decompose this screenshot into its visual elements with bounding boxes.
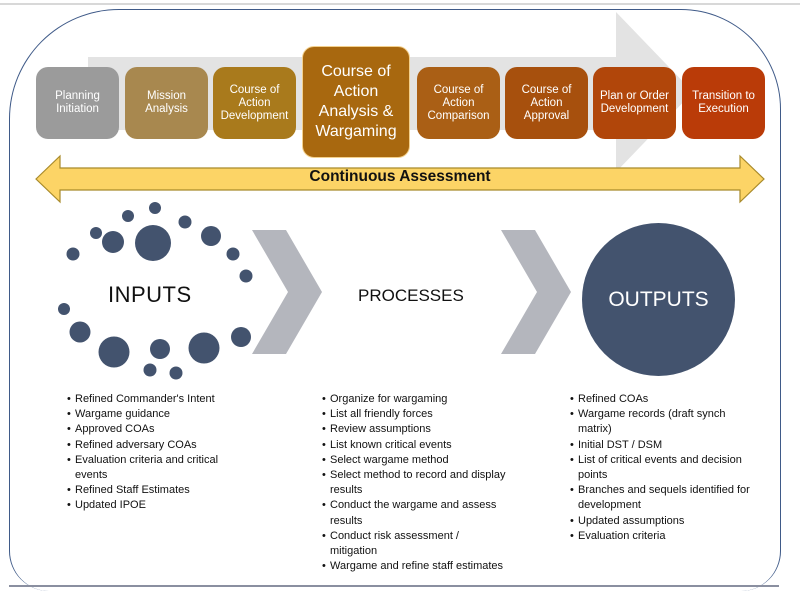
step-transition-to-execution[interactable]: Transition to Execution (682, 67, 765, 139)
dot-mark (226, 247, 240, 261)
processes-list-item: Review assumptions (322, 422, 507, 437)
step-coa-comparison[interactable]: Course of Action Comparison (417, 67, 500, 139)
step-label: Transition to Execution (692, 90, 755, 115)
outputs-list-item: Evaluation criteria (570, 529, 755, 544)
dot-mark (102, 231, 124, 253)
processes-list-item: Conduct the wargame and assess results (322, 498, 507, 528)
outputs-title: OUTPUTS (608, 287, 709, 311)
dot-mark (239, 269, 253, 283)
inputs-list-item: Refined Staff Estimates (67, 483, 237, 498)
outputs-list-item: List of critical events and decision poi… (570, 453, 755, 483)
step-coa-development[interactable]: Course of Action Development (213, 67, 296, 139)
step-label: Planning Initiation (55, 90, 100, 115)
processes-list-item: List all friendly forces (322, 407, 507, 422)
step-label: Course of Action Development (220, 83, 289, 122)
inputs-list-item: Wargame guidance (67, 407, 237, 422)
processes-title: PROCESSES (358, 286, 464, 305)
step-label: Course of Action Comparison (427, 83, 490, 122)
processes-list-item: Select method to record and display resu… (322, 468, 507, 498)
dot-mark (169, 366, 183, 380)
dot-mark (150, 339, 170, 359)
dot-mark (122, 210, 134, 222)
outputs-list-item: Updated assumptions (570, 514, 755, 529)
step-mission-analysis[interactable]: Mission Analysis (125, 67, 208, 139)
inputs-list-item: Refined adversary COAs (67, 438, 237, 453)
step-label: Course of Action Approval (521, 83, 572, 122)
outputs-list-item: Branches and sequels identified for deve… (570, 483, 755, 513)
dot-mark (58, 303, 70, 315)
dot-mark (231, 327, 251, 347)
dot-mark (149, 202, 161, 214)
outputs-circle: OUTPUTS (582, 223, 735, 376)
inputs-dot-ring (58, 202, 253, 380)
processes-list-item: List known critical events (322, 438, 507, 453)
dot-mark (143, 363, 157, 377)
chevron-right-icon (252, 230, 322, 354)
continuous-assessment-label: Continuous Assessment (309, 168, 491, 185)
step-planning-initiation[interactable]: Planning Initiation (36, 67, 119, 139)
step-label: Mission Analysis (145, 90, 188, 115)
processes-list-item: Select wargame method (322, 453, 507, 468)
processes-list-item: Wargame and refine staff estimates (322, 559, 507, 574)
step-label: Plan or Order Development (599, 90, 670, 115)
dot-mark (178, 215, 192, 229)
step-plan-order-development[interactable]: Plan or Order Development (593, 67, 676, 139)
step-label: Course of Action Analysis & Wargaming (315, 63, 397, 140)
continuous-assessment-arrow (35, 154, 765, 204)
chevron-right-icon (501, 230, 571, 354)
frame-bottom-line (9, 585, 779, 587)
step-coa-analysis-wargaming[interactable]: Course of Action Analysis & Wargaming (302, 46, 410, 158)
inputs-list-item: Refined Commander's Intent (67, 392, 237, 407)
processes-list-item: Conduct risk assessment / mitigation (322, 529, 507, 559)
processes-list: Organize for wargamingList all friendly … (322, 392, 507, 575)
dot-mark (90, 227, 102, 239)
outputs-list-item: Initial DST / DSM (570, 438, 755, 453)
dot-mark (188, 332, 220, 364)
step-coa-approval[interactable]: Course of Action Approval (505, 67, 588, 139)
top-divider (0, 3, 800, 5)
inputs-list-item: Updated IPOE (67, 498, 237, 513)
dot-mark (69, 321, 91, 343)
dot-mark (66, 247, 80, 261)
inputs-title: INPUTS (108, 282, 192, 307)
outputs-list-item: Refined COAs (570, 392, 755, 407)
dot-mark (201, 226, 221, 246)
processes-list-item: Organize for wargaming (322, 392, 507, 407)
inputs-list-item: Approved COAs (67, 422, 237, 437)
dot-mark (135, 225, 171, 261)
dot-mark (98, 336, 130, 368)
diagram-frame (9, 9, 781, 591)
outputs-list-item: Wargame records (draft synch matrix) (570, 407, 755, 437)
outputs-list: Refined COAsWargame records (draft synch… (570, 392, 755, 544)
inputs-list-item: Evaluation criteria and critical events (67, 453, 237, 483)
inputs-list: Refined Commander's IntentWargame guidan… (67, 392, 237, 514)
